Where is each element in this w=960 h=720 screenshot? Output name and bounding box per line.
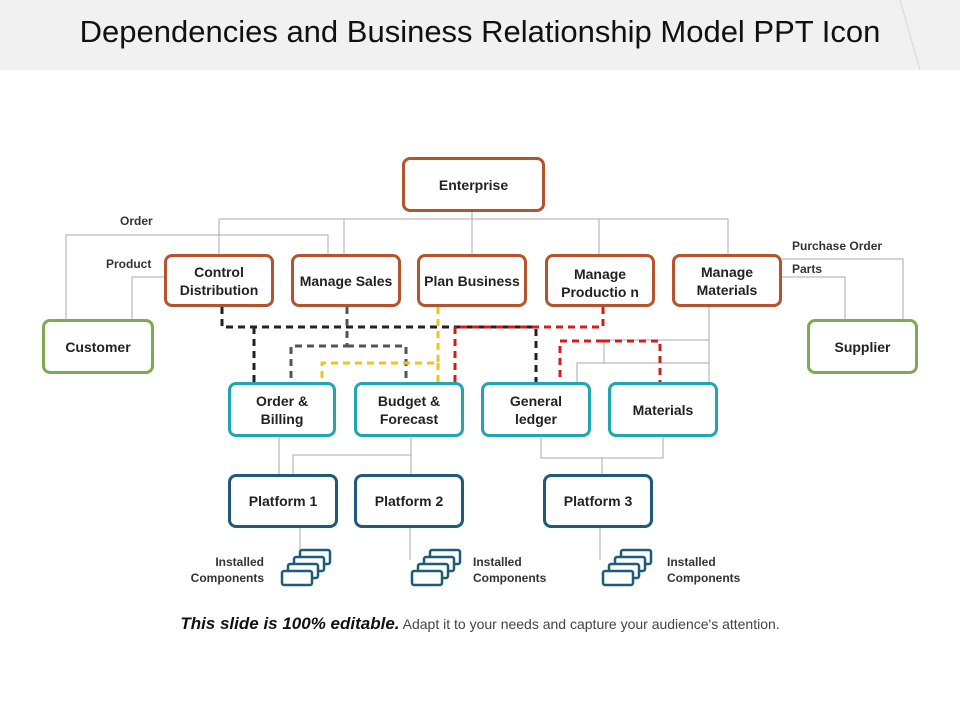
installed-components-label-3: Installed Components xyxy=(667,555,741,585)
supplier-node: Supplier xyxy=(807,319,918,374)
title-corner-decoration xyxy=(899,0,921,70)
installed-components-label-2: Installed Components xyxy=(473,555,547,585)
product-label: Product xyxy=(106,257,152,271)
enterprise-connector xyxy=(218,212,729,254)
footer-rest: Adapt it to your needs and capture your … xyxy=(402,616,780,632)
parts-connector xyxy=(782,276,846,319)
platform2-connector xyxy=(292,437,412,474)
gray-dash-connector xyxy=(289,307,408,382)
stacked-components-icon xyxy=(280,548,332,587)
materials-node: Materials xyxy=(608,382,718,437)
title-bar xyxy=(0,0,960,70)
budget-forecast-node: Budget & Forecast xyxy=(354,382,464,437)
manage-materials-node: Manage Materials xyxy=(672,254,782,307)
red-dash-connector xyxy=(453,307,662,382)
order-label: Order xyxy=(120,214,153,228)
control-distribution-node: Control Distribution xyxy=(164,254,274,307)
stacked-components-icon xyxy=(410,548,462,587)
stacked-components-icon xyxy=(601,548,653,587)
product-connector xyxy=(131,276,164,319)
parts-label: Parts xyxy=(792,262,823,276)
yellow-dash-connector xyxy=(320,307,440,382)
slide-title: Dependencies and Business Relationship M… xyxy=(79,14,881,49)
manage-production-node: Manage Productio n xyxy=(545,254,655,307)
enterprise-node: Enterprise xyxy=(402,157,545,212)
platform3-node: Platform 3 xyxy=(543,474,653,528)
materials-connector xyxy=(576,307,710,382)
order-billing-node: Order & Billing xyxy=(228,382,336,437)
footer: This slide is 100% editable. Adapt it to… xyxy=(0,614,960,634)
order-connector xyxy=(65,234,329,319)
platform1-node: Platform 1 xyxy=(228,474,338,528)
customer-node: Customer xyxy=(42,319,154,374)
manage-sales-node: Manage Sales xyxy=(291,254,401,307)
black-dash-connector xyxy=(220,307,538,382)
purchase-order-connector xyxy=(782,258,904,319)
platform2-node: Platform 2 xyxy=(354,474,464,528)
platform3-connector xyxy=(540,437,664,474)
purchase-order-label: Purchase Order xyxy=(792,239,883,253)
footer-bold: This slide is 100% editable. xyxy=(180,614,400,633)
plan-business-node: Plan Business xyxy=(417,254,527,307)
general-ledger-node: General ledger xyxy=(481,382,591,437)
installed-components-label-1: Installed Components xyxy=(190,555,264,585)
